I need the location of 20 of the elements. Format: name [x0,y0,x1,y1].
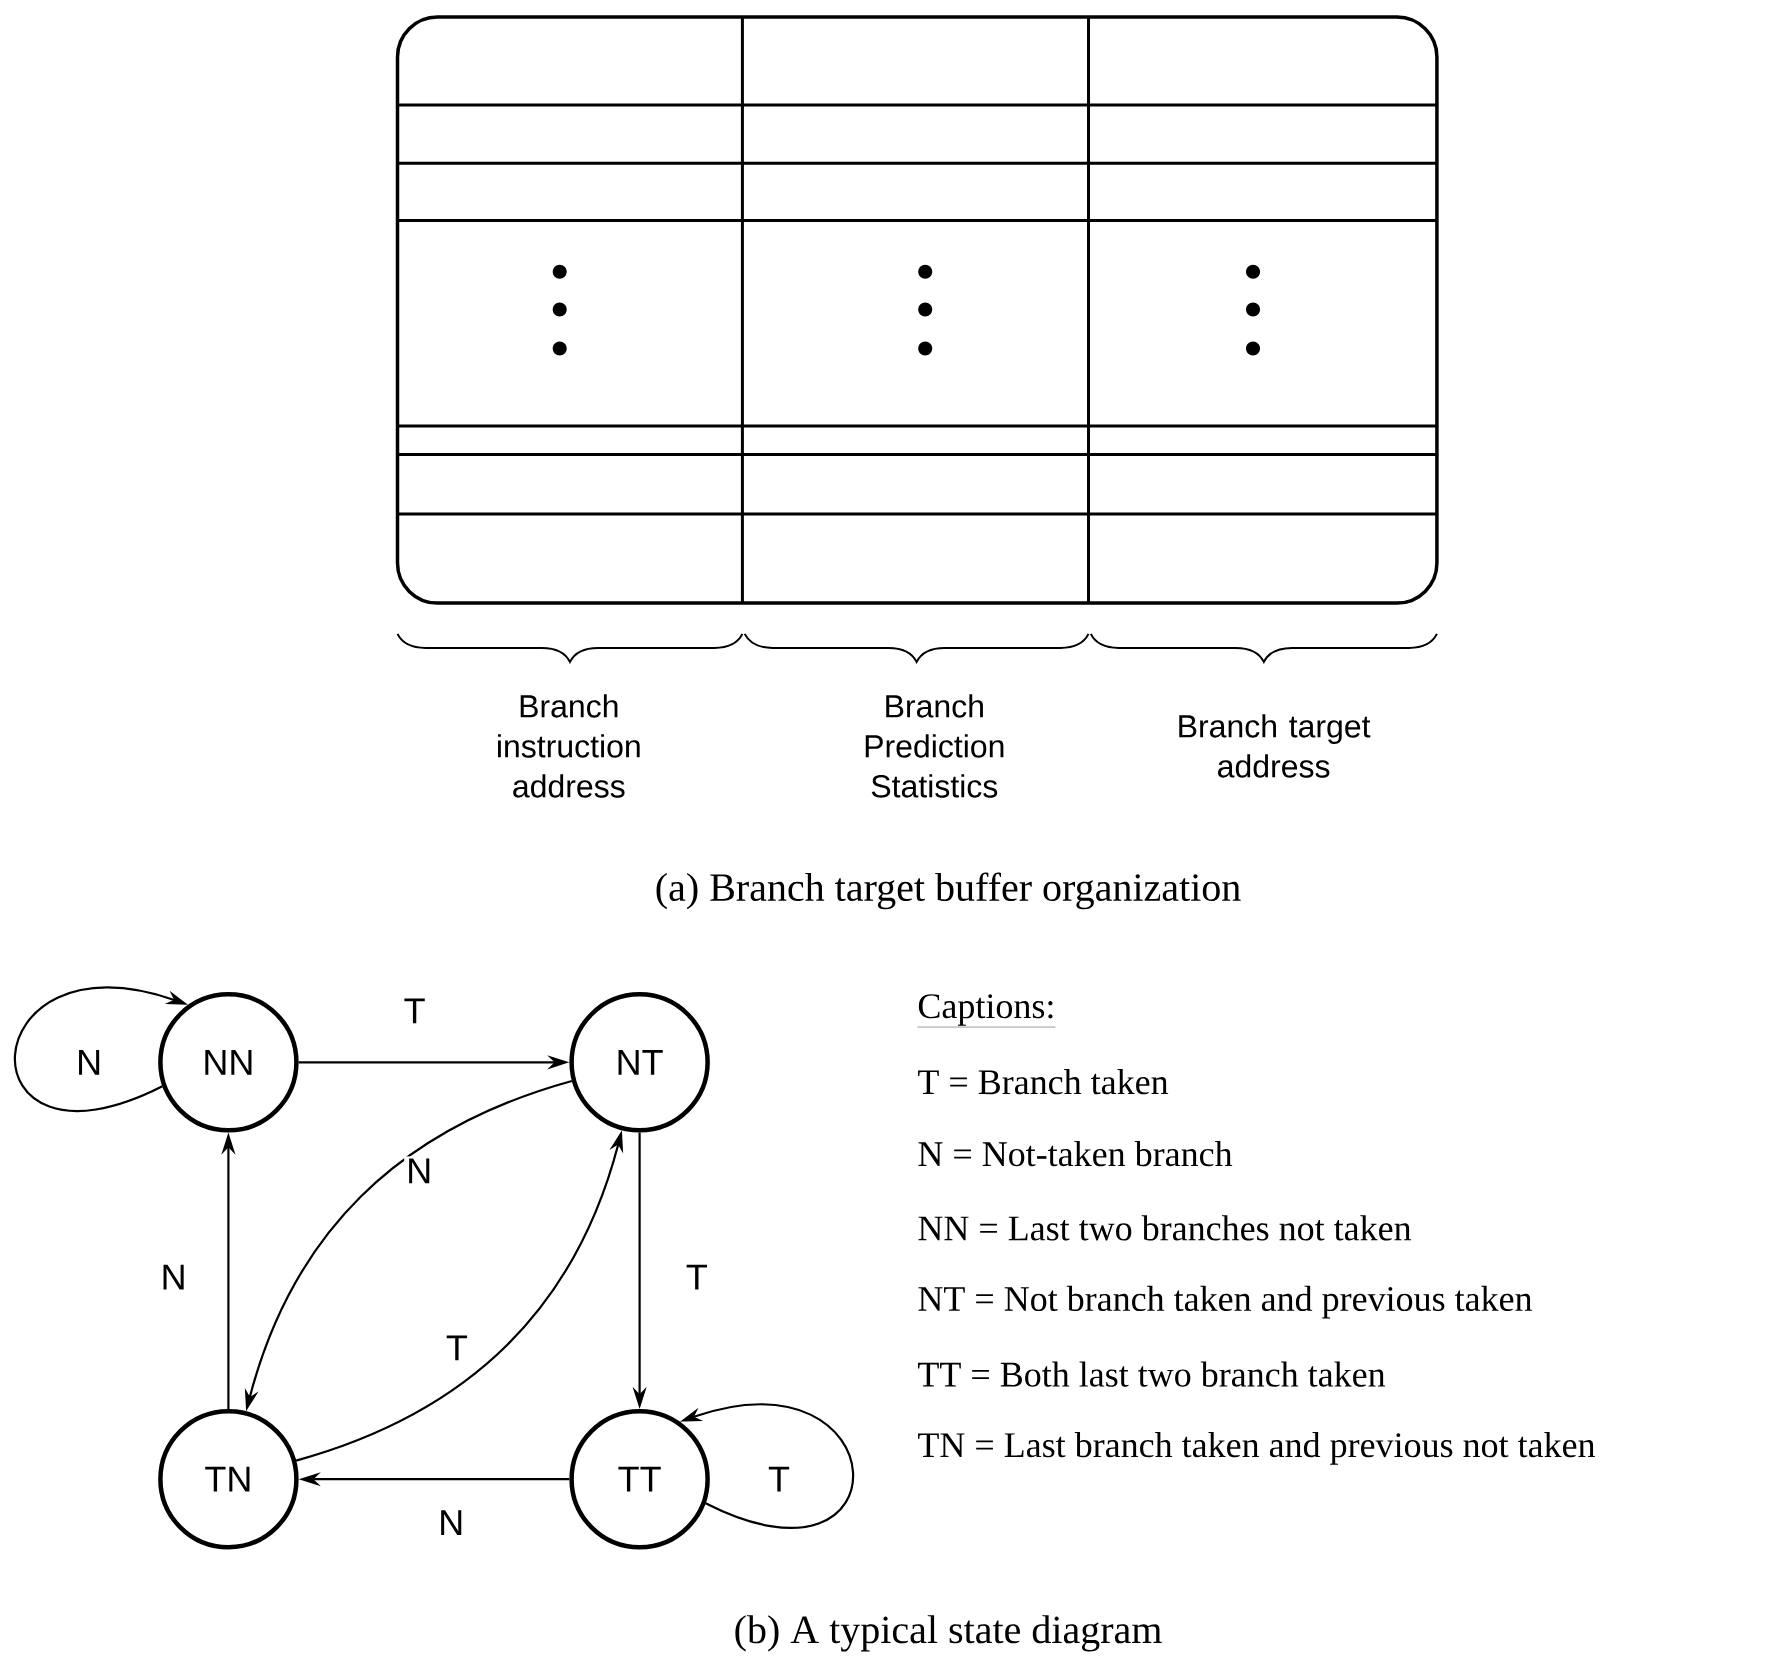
edge-label: N [158,1262,189,1292]
subfigure-caption: (b) A typical state diagram [735,1615,1162,1652]
column-label: Branch Prediction Statistics [865,694,1004,798]
edge-label: N [404,1156,435,1186]
legend-text: NN = Last two branches not taken [918,1215,1412,1241]
legend-text: TT = Both last two branch taken [918,1361,1386,1387]
legend-text: NT = Not branch taken and previous taken [918,1285,1533,1319]
legend-text: N = Not-taken branch [918,1140,1233,1167]
edge-label: T [443,1333,470,1363]
legend-text: TN = Last branch taken and previous not taken [918,1432,1596,1465]
column-label: Branch instruction address [498,694,640,798]
legend-heading: Captions: [917,994,1056,1028]
edge-label: N [74,1047,105,1077]
edge-label: T [401,996,428,1026]
edge-label: T [766,1464,792,1494]
edge-label: N [436,1508,467,1537]
legend-text: T = Branch taken [918,1069,1169,1095]
column-label: Branch target address [1179,714,1371,778]
edge-label: T [683,1262,710,1292]
subfigure-caption: (a) Branch target buffer organization [656,872,1241,910]
